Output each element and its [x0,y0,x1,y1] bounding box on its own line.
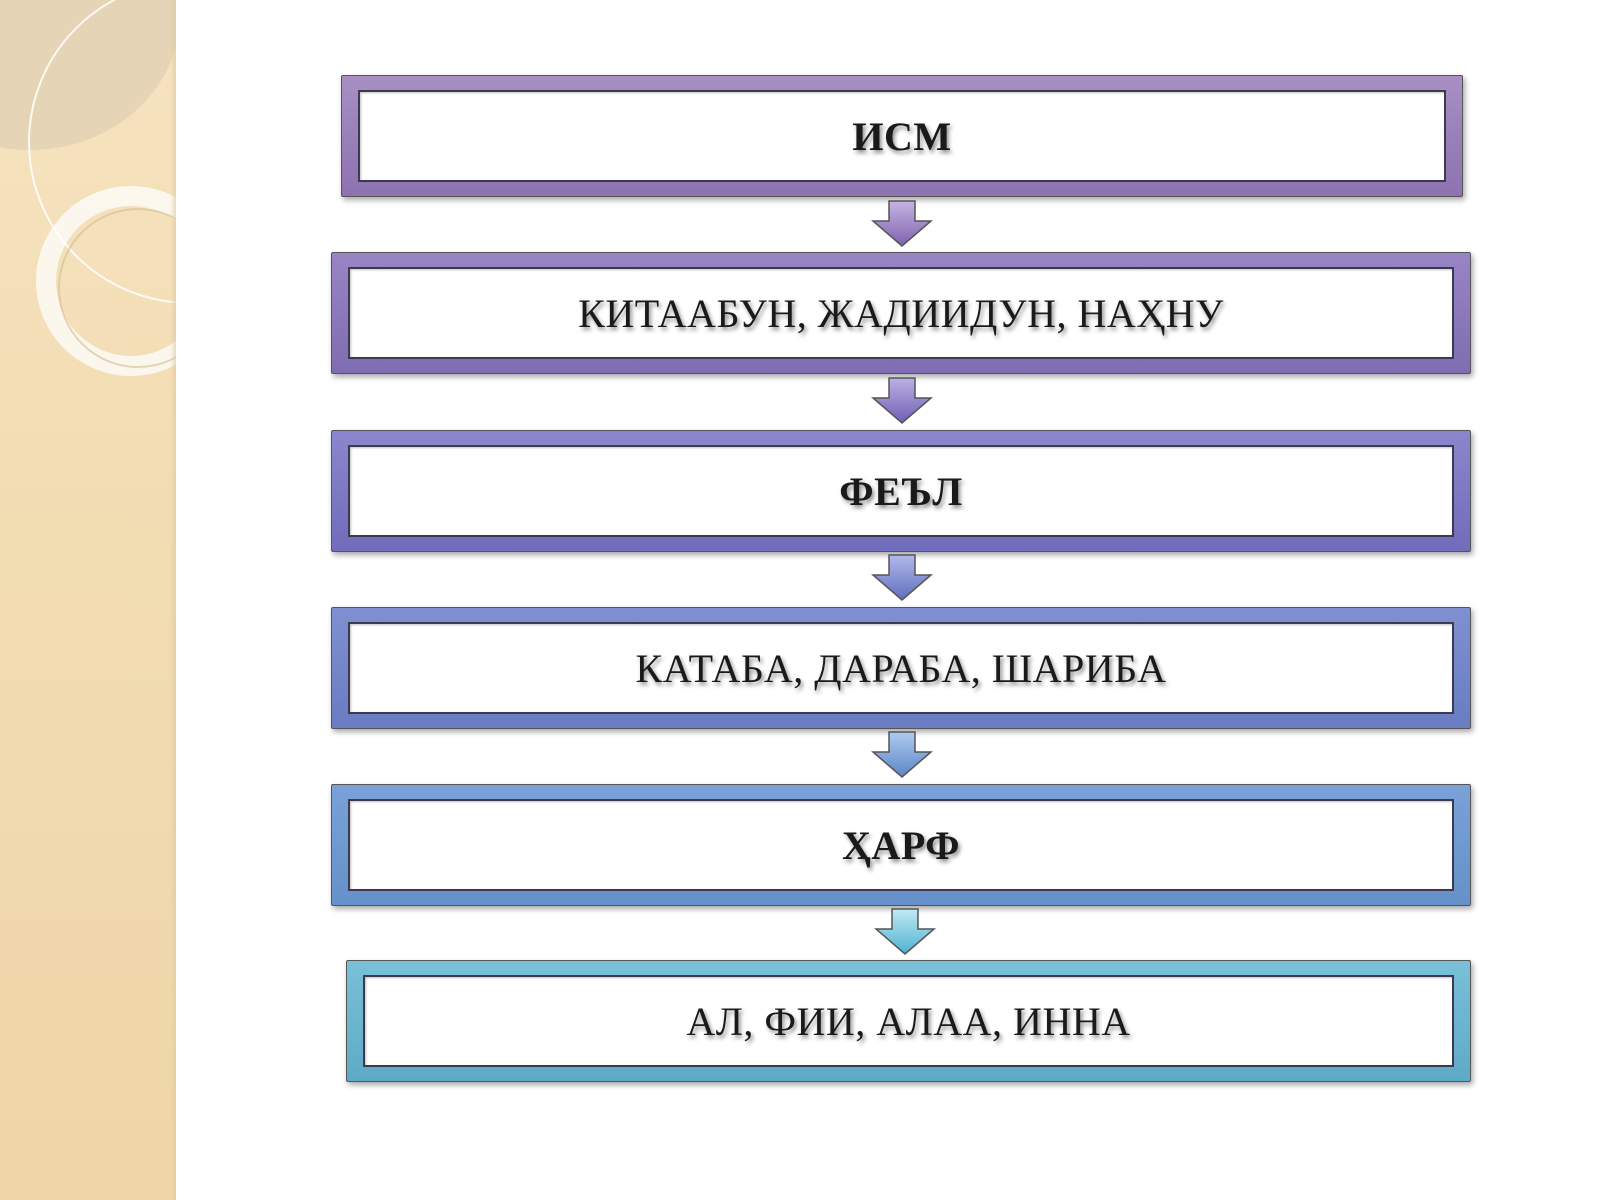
box-feel-examples-label: КАТАБА, ДАРАБА, ШАРИБА [635,645,1167,691]
down-arrow-icon [870,200,934,247]
box-feel-inner: ФЕЪЛ [348,445,1454,537]
box-harf: ҲАРФ [331,784,1471,906]
box-ism-inner: ИСМ [358,90,1446,182]
box-feel-examples-inner: КАТАБА, ДАРАБА, ШАРИБА [348,622,1454,714]
down-arrow-icon [870,377,934,424]
box-feel-examples: КАТАБА, ДАРАБА, ШАРИБА [331,607,1471,729]
down-arrow-icon [873,908,937,955]
box-harf-label: ҲАРФ [842,822,960,868]
box-ism-examples-label: КИТААБУН, ЖАДИИДУН, НАҲНУ [578,290,1224,336]
box-harf-examples-inner: АЛ, ФИИ, АЛАА, ИННА [363,975,1454,1067]
box-ism-examples: КИТААБУН, ЖАДИИДУН, НАҲНУ [331,252,1471,374]
box-ism-examples-inner: КИТААБУН, ЖАДИИДУН, НАҲНУ [348,267,1454,359]
box-harf-inner: ҲАРФ [348,799,1454,891]
box-ism: ИСМ [341,75,1463,197]
decorative-side-panel [0,0,176,1200]
box-harf-examples: АЛ, ФИИ, АЛАА, ИННА [346,960,1471,1082]
box-feel-label: ФЕЪЛ [839,468,963,514]
down-arrow-icon [870,554,934,601]
box-harf-examples-label: АЛ, ФИИ, АЛАА, ИННА [686,998,1131,1044]
down-arrow-icon [870,731,934,778]
box-ism-label: ИСМ [852,113,952,159]
box-feel: ФЕЪЛ [331,430,1471,552]
